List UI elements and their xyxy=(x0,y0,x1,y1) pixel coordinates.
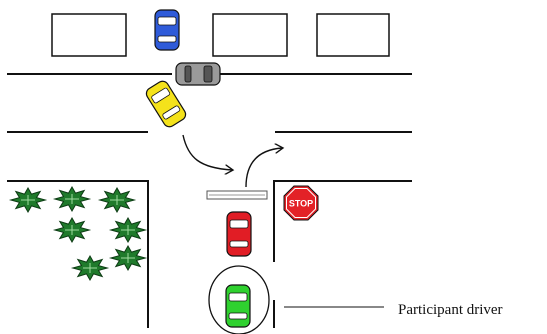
bush-detail xyxy=(21,195,35,205)
participant-driver-label: Participant driver xyxy=(398,302,503,318)
curb-lower-right xyxy=(273,180,412,262)
blue-car xyxy=(154,9,180,51)
stop-sign: STOP xyxy=(283,185,319,221)
gray-car xyxy=(175,62,221,86)
green-car xyxy=(225,284,251,328)
participant-highlight-circle xyxy=(208,265,270,334)
building-block xyxy=(51,13,127,57)
bush-cluster xyxy=(8,185,148,282)
building-block xyxy=(316,13,390,57)
yellow-car xyxy=(145,80,187,128)
bush-detail xyxy=(83,263,97,273)
curb-lower-left xyxy=(7,180,149,328)
bush-detail xyxy=(65,225,79,235)
bush-detail xyxy=(121,253,135,263)
bush-detail xyxy=(121,225,135,235)
arrow-right-turn xyxy=(245,148,282,188)
arrow-left-turn xyxy=(182,134,232,170)
building-block xyxy=(212,13,288,57)
bush-detail xyxy=(110,195,124,205)
stop-sign-text: STOP xyxy=(289,199,313,209)
red-car xyxy=(226,211,252,257)
bush-detail xyxy=(65,194,79,204)
